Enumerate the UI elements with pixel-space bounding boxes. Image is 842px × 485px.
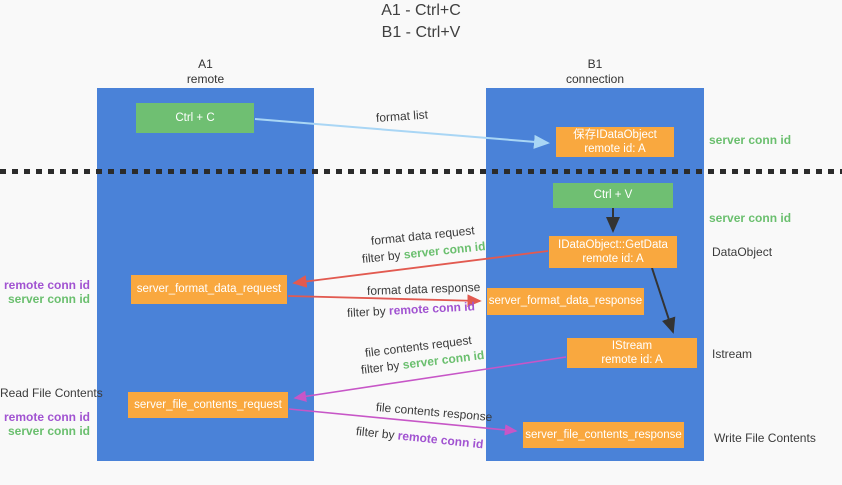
idataobject-getdata-line2: remote id: A	[582, 253, 644, 265]
server-file-contents-response-label: server_file_contents_response	[525, 428, 682, 441]
left-remote-conn-id-label-2: remote conn id	[3, 410, 90, 424]
server-file-contents-request-label: server_file_contents_request	[134, 398, 282, 411]
ctrl-c-node: Ctrl + C	[136, 103, 254, 133]
format-list-label: format list	[375, 107, 429, 125]
a1-title: A1	[198, 57, 213, 71]
filter-by-text: filter by	[346, 303, 390, 320]
b1-title: B1	[587, 57, 603, 71]
ctrl-v-label: Ctrl + V	[593, 189, 633, 202]
server-format-data-request-node: server_format_data_request	[131, 275, 287, 304]
right-server-conn-id-mid-label: server conn id	[709, 211, 792, 225]
server-file-contents-request-node: server_file_contents_request	[128, 392, 288, 418]
dataobject-label: DataObject	[712, 245, 773, 259]
filter-by-text: filter by	[355, 424, 399, 443]
format-data-response-label: format data response	[366, 280, 481, 298]
istream-line1: IStream	[611, 339, 653, 352]
filter-by-text: filter by	[361, 247, 405, 266]
server-format-data-request-label: server_format_data_request	[136, 283, 282, 296]
save-idataobject-line2: remote id: A	[584, 143, 646, 155]
read-file-contents-label: Read File Contents	[0, 386, 103, 400]
server-format-data-response-label: server_format_data_response	[488, 295, 643, 308]
diagram-title: A1 - Ctrl+C B1 - Ctrl+V	[0, 0, 842, 43]
server-file-contents-response-node: server_file_contents_response	[523, 422, 684, 448]
save-idataobject-node: 保存IDataObject remote id: A	[556, 127, 674, 157]
istream-side-label: Istream	[712, 347, 753, 361]
left-server-conn-id-label-2: server conn id	[7, 424, 90, 438]
right-server-conn-id-top-label: server conn id	[709, 133, 792, 147]
filter-by-remote-conn-id-label-2: filter by remote conn id	[355, 424, 484, 451]
title-line-2: B1 - Ctrl+V	[381, 23, 461, 41]
istream-node: IStream remote id: A	[567, 338, 697, 368]
remote-conn-id-text: remote conn id	[388, 299, 476, 318]
file-contents-response-label: file contents response	[375, 400, 493, 425]
filter-by-text: filter by	[360, 357, 404, 377]
idataobject-getdata-node: IDataObject::GetData remote id: A	[549, 236, 677, 268]
idataobject-getdata-line1: IDataObject::GetData	[558, 238, 668, 251]
filter-by-remote-conn-id-label-1: filter by remote conn id	[347, 299, 476, 320]
phase-separator-dotted-line	[0, 169, 842, 174]
server-format-data-response-node: server_format_data_response	[487, 288, 644, 315]
left-server-conn-id-label: server conn id	[7, 292, 90, 306]
istream-line2: remote id: A	[601, 354, 663, 366]
ctrl-c-label: Ctrl + C	[175, 111, 215, 124]
remote-conn-id-text: remote conn id	[397, 428, 485, 452]
a1-subtitle: remote	[186, 72, 225, 86]
title-line-1: A1 - Ctrl+C	[381, 2, 461, 19]
write-file-contents-label: Write File Contents	[714, 431, 816, 445]
save-idataobject-line1: 保存IDataObject	[573, 128, 657, 141]
ctrl-v-node: Ctrl + V	[553, 183, 673, 208]
column-header-b1: B1 connection	[486, 57, 704, 87]
left-remote-conn-id-label: remote conn id	[3, 278, 90, 292]
b1-subtitle: connection	[565, 72, 625, 86]
column-header-a1: A1 remote	[97, 57, 314, 87]
